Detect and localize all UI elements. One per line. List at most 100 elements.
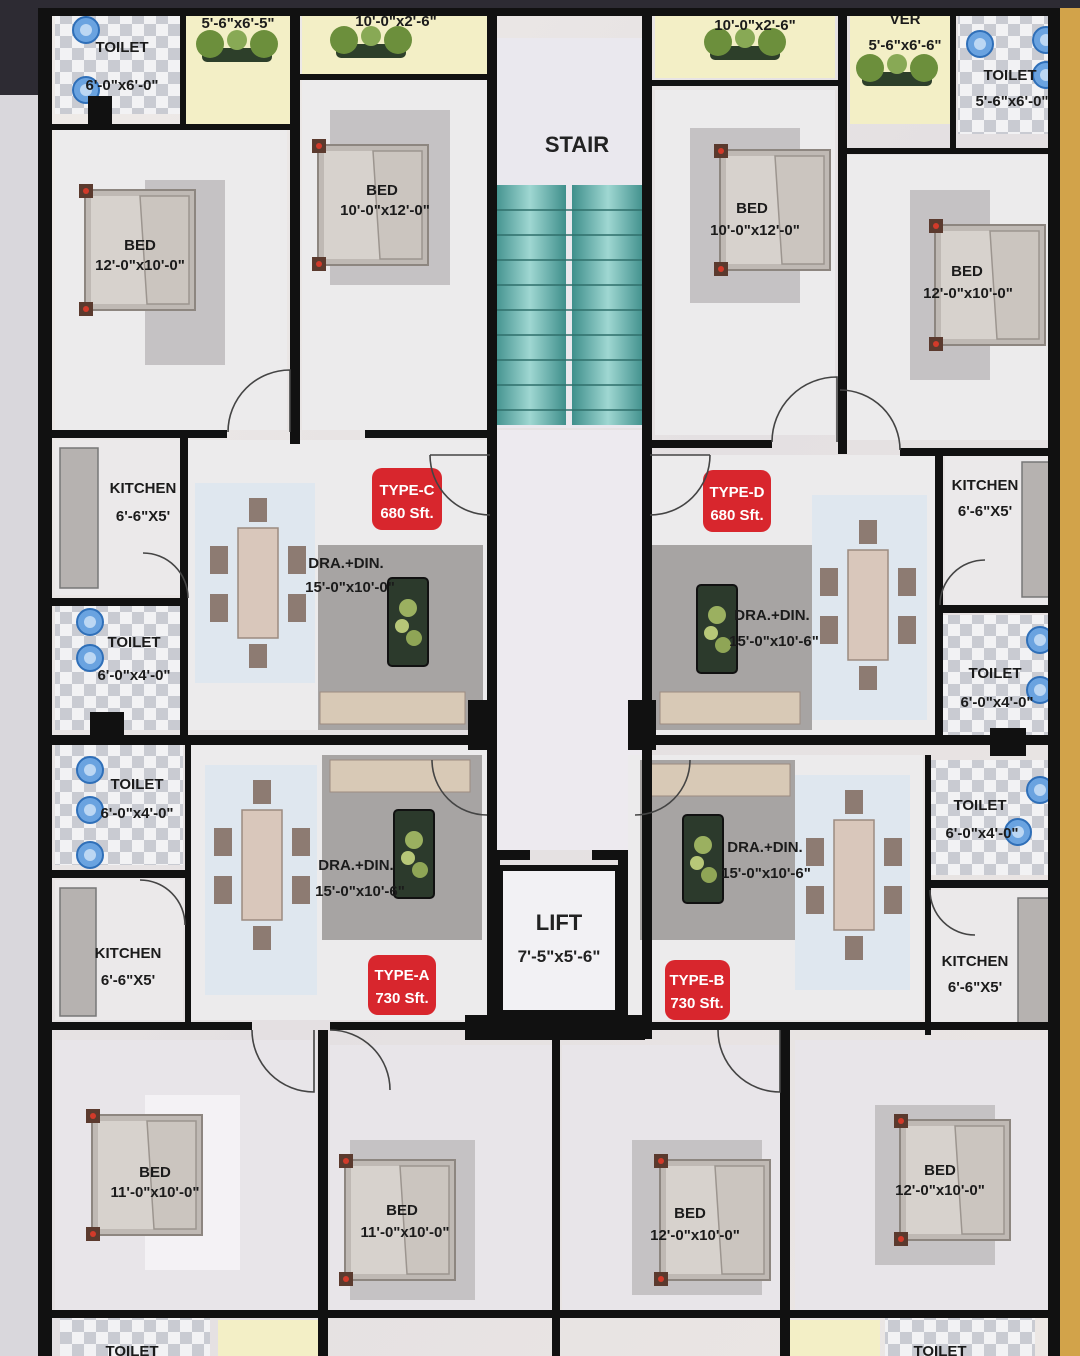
planter-icon [330,26,412,58]
type-b-kitchen-name: KITCHEN [942,953,1009,970]
type-c-living-size: 15'-0"x10'-0" [305,579,395,596]
lift-shaft [497,865,621,1016]
type-a-living-name: DRA.+DIN. [318,857,393,874]
lobby-corridor [494,430,644,850]
stair-flight-right [572,185,644,425]
type-a-living-size: 15'-0"x10'-6" [315,883,405,900]
right-margin-strip [1060,8,1080,1356]
type-b-living-size: 15'-0"x10'-6" [721,865,811,882]
wc-icon [76,841,104,869]
type-c-kitchen-name: KITCHEN [110,480,177,497]
type-b-toilet-size: 6'-0"x4'-0" [945,825,1018,842]
toilet-top-left-size: 6'-0"x6'-0" [85,77,158,94]
sofa [649,763,791,797]
bed-icon [338,1153,456,1287]
type-a-bed2-name: BED [386,1202,418,1219]
type-a-toilet-name: TOILET [110,776,163,793]
sofa [329,759,471,793]
type-b-kitchen-size: 6'-6"X5' [948,979,1002,996]
type-a-bed1-size: 11'-0"x10'-0" [111,1184,200,1201]
type-d-bed1-size: 10'-0"x12'-0" [710,222,800,239]
bottom-toilet-right [885,1318,1035,1356]
type-d-toilet-name: TOILET [968,665,1021,682]
plant-icon [696,584,738,674]
type-c-bed2-name: BED [366,182,398,199]
sofa [659,691,801,725]
walls [38,8,1060,1356]
type-a-bed1-name: BED [139,1164,171,1181]
type-a-badge: TYPE-A 730 Sft. [368,955,436,1015]
balcony-3-size: 10'-0"x2'-6" [714,17,795,34]
type-b-bed2-size: 12'-0"x10'-0" [895,1182,985,1199]
balcony-4-size: 5'-6"x6'-6" [868,37,941,54]
wc-icon [966,30,994,58]
lift-size: 7'-5"x5'-6" [518,947,601,966]
type-a-bed2-size: 11'-0"x10'-0" [361,1224,450,1241]
kitchen-counter [59,887,97,1017]
bed-icon [653,1153,771,1287]
planter-icon [856,54,938,86]
type-d-bed1-name: BED [736,200,768,217]
type-d-kitchen-size: 6'-6"X5' [958,503,1012,520]
stair-label: STAIR [545,132,609,157]
type-c-bed1-name: BED [124,237,156,254]
type-d-living-size: 15'-0"x10'-6" [729,633,819,650]
type-d-kitchen-name: KITCHEN [952,477,1019,494]
type-a-badge-title: TYPE-A [374,967,429,984]
type-d-badge: TYPE-D 680 Sft. [703,470,771,532]
left-margin-strip [0,95,38,1356]
type-d-toilet-size: 6'-0"x4'-0" [960,694,1033,711]
bottom-toilet-left [60,1318,210,1356]
type-b-living-name: DRA.+DIN. [727,839,802,856]
type-b-badge-title: TYPE-B [669,972,724,989]
type-b-bed2-name: BED [924,1162,956,1179]
type-b-toilet-name: TOILET [953,797,1006,814]
bottom-balcony-left [218,1320,318,1356]
toilet-top-left-name: TOILET [95,39,148,56]
type-d-bed2-name: BED [951,263,983,280]
bottom-toilet-left-name: TOILET [105,1343,158,1356]
plant-icon [682,814,724,904]
kitchen-counter [59,447,99,589]
type-b-bed1-size: 12'-0"x10'-0" [650,1227,740,1244]
bed-icon [893,1113,1011,1247]
type-a-toilet-size: 6'-0"x4'-0" [100,805,173,822]
type-c-toilet-size: 6'-0"x4'-0" [97,667,170,684]
type-b-bed1-name: BED [674,1205,706,1222]
stair-flight-left [494,185,566,425]
type-a-kitchen-size: 6'-6"X5' [101,972,155,989]
stair-steps [494,209,644,411]
type-c-badge-title: TYPE-C [379,482,434,499]
type-a-toilet [55,745,183,865]
type-c-kitchen-size: 6'-6"X5' [116,508,170,525]
type-c-badge: TYPE-C 680 Sft. [372,468,442,530]
bottom-balcony-right [780,1320,880,1356]
type-b-badge: TYPE-B 730 Sft. [665,960,730,1020]
door-swings [139,369,986,1093]
balcony-2-size: 10'-0"x2'-6" [355,13,436,30]
bed-icon [713,143,831,277]
type-a-kitchen-name: KITCHEN [95,945,162,962]
toilet-top-right-size: 5'-6"x6'-0" [975,93,1048,110]
wc-icon [76,608,104,636]
type-c-toilet-name: TOILET [107,634,160,651]
type-d-badge-area: 680 Sft. [710,507,763,524]
lift-label: LIFT [536,910,583,935]
type-a-badge-area: 730 Sft. [375,990,428,1007]
type-d-badge-title: TYPE-D [709,484,764,501]
type-d-bed2-size: 12'-0"x10'-0" [923,285,1013,302]
bottom-toilet-right-name: TOILET [913,1343,966,1356]
planter-icon [196,30,278,62]
type-c-badge-area: 680 Sft. [380,505,433,522]
sofa [319,691,466,725]
toilet-top-right-name: TOILET [983,67,1036,84]
type-b-badge-area: 730 Sft. [670,995,723,1012]
wc-icon [76,796,104,824]
type-c-bed1-size: 12'-0"x10'-0" [95,257,185,274]
type-d-living-name: DRA.+DIN. [734,607,809,624]
type-c-bed2-size: 10'-0"x12'-0" [340,202,430,219]
wc-icon [76,756,104,784]
balcony-1-size: 5'-6"x6'-5" [201,15,274,32]
type-c-living-name: DRA.+DIN. [308,555,383,572]
